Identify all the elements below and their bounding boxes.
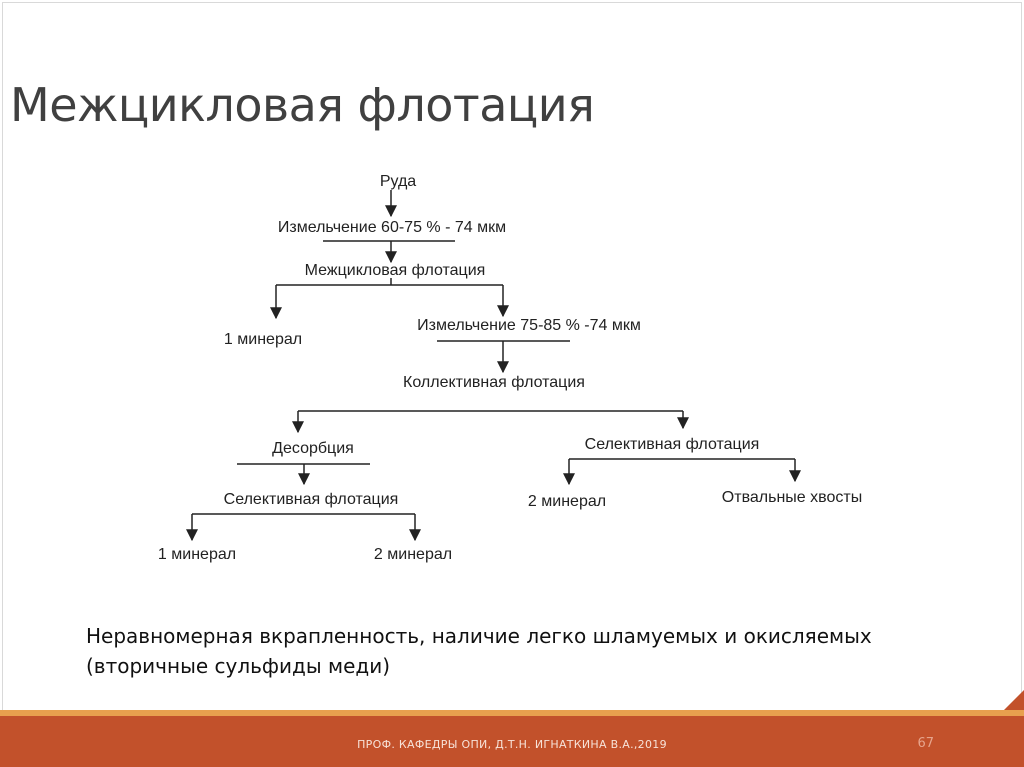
node-intercycle-flotation: Межцикловая флотация [305, 262, 486, 279]
node-collective-flotation: Коллективная флотация [403, 374, 585, 391]
note-line-1: Неравномерная вкрапленность, наличие лег… [86, 624, 872, 648]
node-grind2: Измельчение 75-85 % -74 мкм [417, 317, 641, 334]
corner-accent [1004, 690, 1024, 710]
node-desorption: Десорбция [272, 440, 354, 457]
node-mineral1-bottom: 1 минерал [158, 546, 236, 563]
note-line-2: (вторичные сульфиды меди) [86, 654, 391, 678]
footer-accent-stripe [0, 710, 1024, 716]
flowchart: Руда Измельчение 60-75 % - 74 мкм Межцик… [158, 173, 862, 563]
node-selective-flotation-left: Селективная флотация [224, 491, 399, 508]
page-number: 67 [917, 736, 934, 751]
flow-connectors [186, 190, 801, 542]
footer-author: ПРОФ. КАФЕДРЫ ОПИ, Д.Т.Н. ИГНАТКИНА В.А.… [357, 738, 667, 751]
node-mineral2-bottom: 2 минерал [374, 546, 452, 563]
node-tailings: Отвальные хвосты [722, 489, 862, 506]
slide-note: Неравномерная вкрапленность, наличие лег… [86, 621, 996, 681]
node-mineral2-right: 2 минерал [528, 493, 606, 510]
node-ore: Руда [380, 173, 416, 190]
node-mineral1-top: 1 минерал [224, 331, 302, 348]
footer-bar [0, 716, 1024, 767]
node-selective-flotation-right: Селективная флотация [585, 436, 760, 453]
slide-title: Межцикловая флотация [10, 78, 595, 132]
node-grind1: Измельчение 60-75 % - 74 мкм [278, 219, 506, 236]
slide-frame [2, 2, 1022, 711]
